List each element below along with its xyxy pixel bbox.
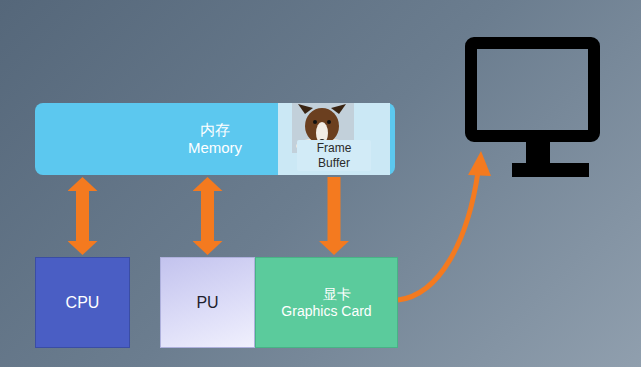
memory-box: 内存 MemoryFrame Buffer (35, 103, 395, 175)
data-arrow (328, 177, 341, 241)
memory-fill (35, 103, 395, 175)
graphics-card-box: 显卡 Graphics Card (255, 257, 398, 348)
box-label: 显卡 Graphics Card (275, 286, 379, 320)
frame-buffer-region: Frame Buffer (278, 103, 390, 175)
monitor-icon (471, 43, 594, 177)
box-label: 内存 Memory (182, 121, 248, 157)
output-arrow (398, 151, 491, 300)
box-label: CPU (66, 293, 100, 312)
cpu-box: CPU (35, 257, 130, 348)
pu-box: PU (160, 257, 255, 348)
data-arrow (76, 191, 89, 241)
box-label: PU (196, 293, 218, 312)
frame-buffer-fill (278, 103, 390, 175)
box-label: Frame Buffer (297, 140, 371, 171)
data-arrow (201, 191, 214, 241)
